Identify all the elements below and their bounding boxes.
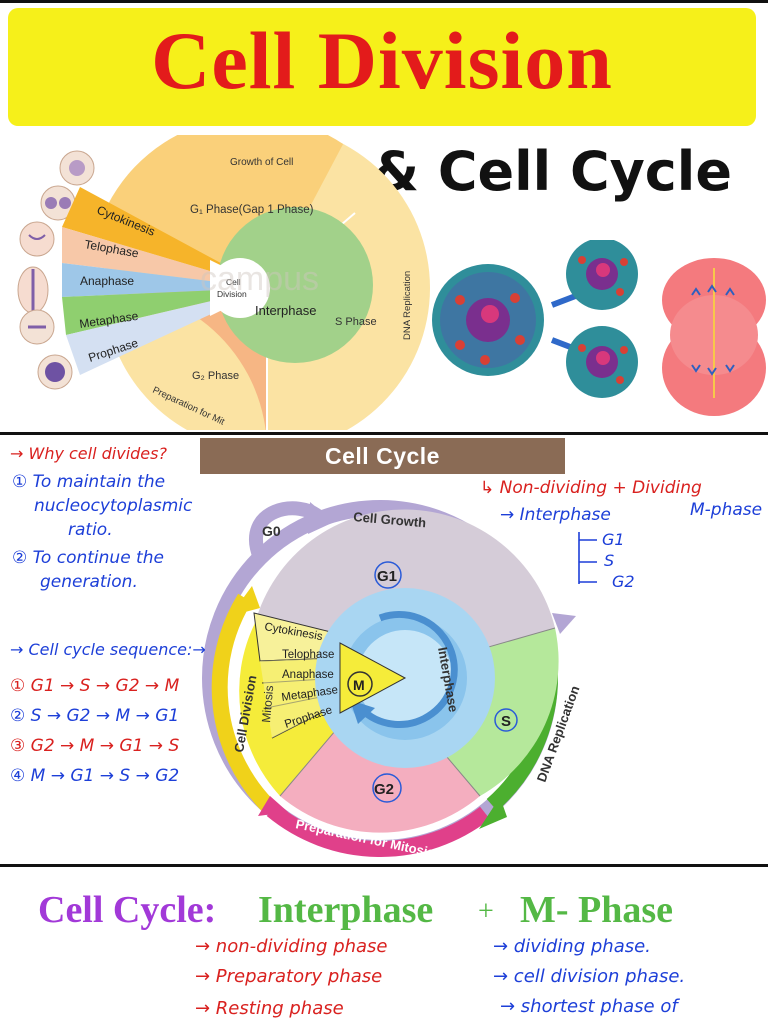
note-reason-1-line-2: nucleocytoplasmic bbox=[34, 496, 193, 516]
center-label-1: Cell bbox=[226, 277, 241, 287]
g2-label: G₂ Phase bbox=[192, 370, 239, 382]
watermark: campus bbox=[200, 260, 319, 298]
g0-label: G0 bbox=[262, 523, 281, 539]
note-sequence-heading: → Cell cycle sequence:→ bbox=[10, 640, 206, 659]
note-reason-1-line-1: ① To maintain the bbox=[12, 472, 166, 492]
cell-cycle-header: Cell Cycle bbox=[200, 438, 565, 474]
note-g2: G2 bbox=[612, 572, 635, 591]
footer-right-note-1: → dividing phase. bbox=[493, 936, 651, 957]
phase-anaphase: Anaphase bbox=[80, 274, 134, 288]
section-rule-1 bbox=[0, 432, 768, 435]
footer-left-note-2: → Preparatory phase bbox=[195, 966, 383, 987]
section-rule-2 bbox=[0, 864, 768, 867]
cell-growth-label: Cell Growth bbox=[353, 509, 427, 530]
note-sequence-1: ① G1 → S → G2 → M bbox=[10, 676, 180, 696]
note-sequence-4: ④ M → G1 → S → G2 bbox=[10, 766, 180, 786]
g1-label: G₁ Phase(Gap 1 Phase) bbox=[190, 204, 314, 216]
note-bracket bbox=[578, 532, 597, 584]
footer-plus: + bbox=[478, 896, 494, 927]
page-subtitle: & Cell Cycle bbox=[372, 140, 732, 203]
cell-cycle-diagram: Cell Growth G0 G1 S G2 M Interphase DNA … bbox=[202, 500, 583, 860]
g2-label-cycle: G2 bbox=[374, 781, 394, 798]
center-label-2: Division bbox=[217, 289, 247, 299]
footer-left-note-3: → Resting phase bbox=[195, 998, 344, 1019]
note-interphase: → Interphase bbox=[500, 505, 611, 525]
mitosis-cell-images bbox=[17, 150, 95, 390]
cell-cycle-illustration: Growth of Cell G₁ Phase(Gap 1 Phase) S P… bbox=[17, 135, 430, 430]
footer-mphase: M- Phase bbox=[520, 889, 674, 931]
footer-right-note-3: → shortest phase of bbox=[500, 996, 678, 1017]
interphase-label: Interphase bbox=[255, 303, 316, 318]
note-sequence-2: ② S → G2 → M → G1 bbox=[10, 706, 180, 726]
footer-interphase: Interphase bbox=[258, 889, 434, 931]
note-dividing-types: ↳ Non-dividing + Dividing bbox=[480, 478, 702, 498]
top-rule bbox=[0, 0, 768, 3]
footer-left-note-1: → non-dividing phase bbox=[195, 936, 388, 957]
dividing-cells-image bbox=[432, 240, 766, 416]
note-reason-2-line-2: generation. bbox=[40, 572, 138, 592]
s-label-cycle: S bbox=[501, 713, 511, 730]
cycle-phase-anaphase: Anaphase bbox=[282, 669, 334, 681]
dna-replication-label: DNA Replication bbox=[402, 271, 413, 340]
mitosis-label: Mitosis bbox=[259, 685, 276, 723]
g1-label-cycle: G1 bbox=[377, 568, 397, 585]
title-banner bbox=[8, 8, 756, 126]
note-mphase: M-phase bbox=[690, 500, 763, 520]
note-g1: G1 bbox=[602, 530, 625, 549]
note-sequence-3: ③ G2 → M → G1 → S bbox=[10, 736, 180, 756]
note-reason-1-line-3: ratio. bbox=[68, 520, 113, 540]
note-s: S bbox=[604, 551, 615, 570]
cycle-phase-telophase: Telophase bbox=[282, 649, 334, 661]
m-label: M bbox=[353, 677, 365, 693]
note-reason-2-line-1: ② To continue the bbox=[12, 548, 164, 568]
footer-right-note-2: → cell division phase. bbox=[493, 966, 686, 987]
page-title: Cell Division bbox=[151, 15, 613, 106]
growth-label: Growth of Cell bbox=[230, 157, 293, 168]
s-phase-label: S Phase bbox=[335, 316, 377, 328]
note-why-divides: → Why cell divides? bbox=[10, 444, 167, 463]
footer-label: Cell Cycle: bbox=[38, 889, 217, 931]
